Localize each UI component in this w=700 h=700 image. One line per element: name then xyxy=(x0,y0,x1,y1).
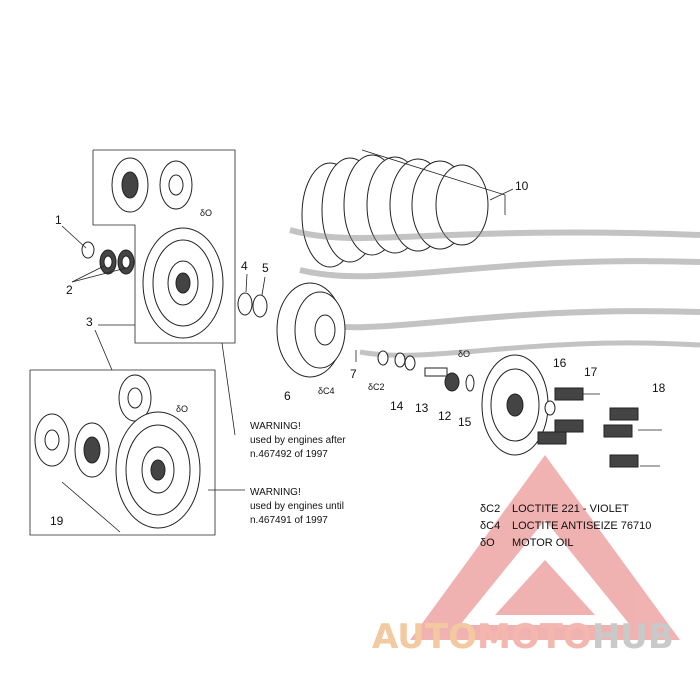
warning-until-line2: n.467491 of 1997 xyxy=(250,515,328,526)
callout-7: 7 xyxy=(350,367,357,381)
warning-until-line1: used by engines until xyxy=(250,501,344,512)
warning-until-title: WARNING! xyxy=(250,487,301,498)
callout-14: 14 xyxy=(390,399,404,413)
legend-symbol-c4: δC4 xyxy=(480,520,500,532)
washer-5 xyxy=(252,294,268,318)
symbol-oil-upper: δO xyxy=(200,208,212,218)
legend: δC2 LOCTITE 221 - VIOLET δC4 LOCTITE ANT… xyxy=(480,503,651,549)
symbol-oil-lower: δO xyxy=(176,404,188,414)
callout-4: 4 xyxy=(241,259,248,273)
warning-after-line2: n.467492 of 1997 xyxy=(250,449,328,460)
ring-15 xyxy=(465,374,475,392)
lower-clutch-housing xyxy=(115,411,201,529)
callout-17: 17 xyxy=(584,365,598,379)
callout-2: 2 xyxy=(66,283,73,297)
washer-14b xyxy=(404,355,416,371)
warning-until-note: WARNING! used by engines until n.467491 … xyxy=(250,487,344,526)
svg-text:AUTOMOTOHUB: AUTOMOTOHUB xyxy=(372,617,674,657)
callout-3: 3 xyxy=(86,315,93,329)
bushing-parts xyxy=(81,241,135,275)
callout-13: 13 xyxy=(415,401,429,415)
washer-14a xyxy=(394,352,406,368)
watermark-hub: HUB xyxy=(592,617,674,657)
callout-6: 6 xyxy=(284,389,291,403)
upper-clutch-housing xyxy=(142,227,224,339)
lower-group-box xyxy=(29,369,216,536)
symbol-oil-rod: δO xyxy=(458,349,470,359)
callout-1: 1 xyxy=(55,213,62,227)
callout-15: 15 xyxy=(458,415,472,429)
callout-12: 12 xyxy=(438,409,452,423)
warning-after-title: WARNING! xyxy=(250,421,301,432)
callout-labels: 1 2 3 4 5 6 7 10 12 13 14 15 16 17 18 19 xyxy=(50,179,666,528)
watermark-moto: MOTO xyxy=(477,617,592,657)
bearing-12 xyxy=(444,372,460,392)
leader-lines xyxy=(61,188,514,533)
legend-symbol-oil: δO xyxy=(480,537,495,549)
watermark-text: AUTOMOTOHUB xyxy=(372,617,674,657)
rod-13 xyxy=(424,367,448,377)
legend-text-oil: MOTOR OIL xyxy=(512,537,574,549)
warning-after-note: WARNING! used by engines after n.467492 … xyxy=(250,421,346,460)
symbol-c4-hub: δC4 xyxy=(318,386,335,396)
lube-symbols: δO δO δC4 δC2 δO xyxy=(176,208,470,414)
pressure-plate xyxy=(481,354,556,456)
warning-after-line1: used by engines after xyxy=(250,435,346,446)
watermark-logo xyxy=(410,455,680,640)
springs xyxy=(537,387,662,468)
callout-16: 16 xyxy=(553,356,567,370)
ring-c2 xyxy=(377,350,389,366)
callout-5: 5 xyxy=(262,261,269,275)
watermark-auto: AUTO xyxy=(372,617,477,657)
symbol-c2-ring: δC2 xyxy=(368,382,385,392)
upper-group-box xyxy=(92,149,236,344)
callout-18: 18 xyxy=(652,381,666,395)
legend-symbol-c2: δC2 xyxy=(480,503,500,515)
lower-gear-pair xyxy=(34,374,152,478)
upper-gear-pair xyxy=(111,157,193,213)
clutch-hub xyxy=(276,282,346,378)
callout-19: 19 xyxy=(50,514,64,528)
legend-text-c4: LOCTITE ANTISEIZE 76710 xyxy=(512,520,651,532)
clutch-plate-stack xyxy=(301,149,506,268)
legend-text-c2: LOCTITE 221 - VIOLET xyxy=(512,503,629,515)
washer-4 xyxy=(237,292,253,316)
callout-10: 10 xyxy=(515,179,529,193)
